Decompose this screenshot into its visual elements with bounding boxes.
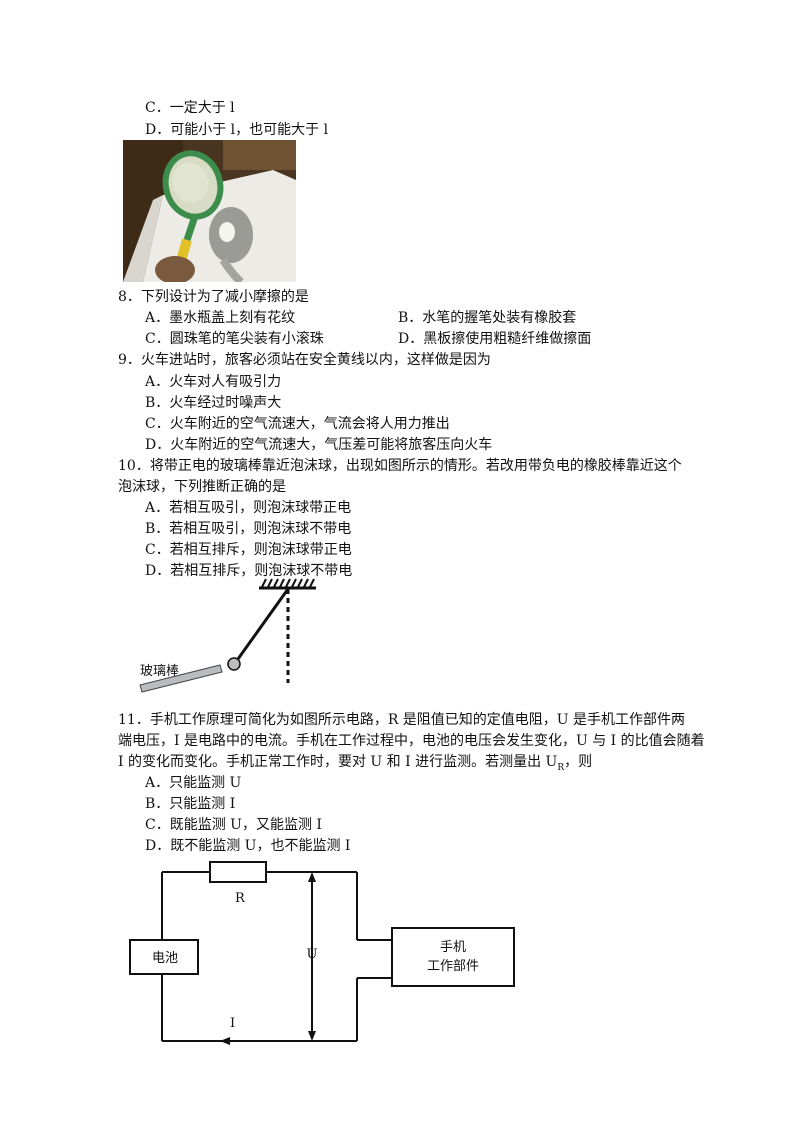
- current-arrow: [220, 1037, 230, 1045]
- device-label-line1: 手机: [440, 940, 466, 955]
- device-label-line2: 工作部件: [427, 959, 479, 974]
- q8-option-a: A．墨水瓶盖上刻有花纹: [145, 310, 296, 326]
- q11-stem-line3: I 的变化而变化。手机正常工作时，要对 U 和 I 进行监测。若测量出 UR，则: [118, 754, 593, 773]
- voltage-arrow-bottom: [308, 1031, 316, 1041]
- q8-stem: 8．下列设计为了减小摩擦的是: [118, 289, 309, 305]
- q9-option-a: A．火车对人有吸引力: [145, 374, 282, 390]
- q7-option-d: D．可能小于 l，也可能大于 l: [145, 122, 329, 138]
- resistor-label: R: [235, 891, 246, 906]
- q10-option-b: B．若相互吸引，则泡沫球不带电: [145, 521, 352, 537]
- glass-rod: [139, 664, 223, 693]
- resistor: [209, 861, 267, 883]
- q10-stem-line1: 10．将带正电的玻璃棒靠近泡沫球，出现如图所示的情形。若改用带负电的橡胶棒靠近这…: [118, 458, 682, 474]
- q10-option-d: D．若相互排斥，则泡沫球不带电: [145, 563, 353, 579]
- q11-stem-line2: 端电压，I 是电路中的电流。手机在工作过程中，电池的电压会发生变化，U 与 I …: [118, 733, 705, 749]
- q10-option-a: A．若相互吸引，则泡沫球带正电: [145, 500, 352, 516]
- q8-option-c: C．圆珠笔的笔尖装有小滚珠: [145, 331, 324, 347]
- q9-option-c: C．火车附近的空气流速大，气流会将人用力推出: [145, 416, 450, 432]
- voltage-label: U: [307, 947, 318, 962]
- thread: [236, 588, 290, 660]
- q10-option-c: C．若相互排斥，则泡沫球带正电: [145, 542, 352, 558]
- foam-ball: [227, 657, 241, 671]
- q11-option-c: C．既能监测 U，又能监测 I: [145, 817, 322, 833]
- current-label: I: [230, 1016, 235, 1031]
- battery-label: 电池: [152, 951, 178, 966]
- q9-option-b: B．火车经过时噪声大: [145, 395, 282, 411]
- phone-device: [391, 927, 515, 987]
- q9-stem: 9．火车进站时，旅客必须站在安全黄线以内，这样做是因为: [118, 352, 491, 368]
- q9-option-d: D．火车附近的空气流速大，气压差可能将旅客压向火车: [145, 437, 493, 453]
- battery: [129, 939, 199, 975]
- q7-option-c: C．一定大于 l: [145, 100, 235, 116]
- q11-stem-line1: 11．手机工作原理可简化为如图所示电路，R 是阻值已知的定值电阻，U 是手机工作…: [118, 712, 686, 728]
- magnifier-photo: [123, 140, 296, 282]
- q8-option-b: B．水笔的握笔处装有橡胶套: [398, 310, 577, 326]
- ceiling-hatch: [259, 578, 316, 590]
- glass-rod-label: 玻璃棒: [140, 664, 179, 679]
- q8-option-d: D．黑板擦使用粗糙纤维做擦面: [398, 331, 592, 347]
- q10-stem-line2: 泡沫球，下列推断正确的是: [118, 479, 286, 495]
- voltage-arrow-top: [308, 872, 316, 882]
- circuit-diagram: R 电池 U I 手机 工作部件: [129, 861, 515, 1045]
- q11-option-b: B．只能监测 I: [145, 796, 236, 812]
- pendulum-diagram: 玻璃棒: [139, 578, 316, 693]
- q11-option-d: D．既不能监测 U，也不能监测 I: [145, 838, 351, 854]
- q11-option-a: A．只能监测 U: [145, 775, 242, 791]
